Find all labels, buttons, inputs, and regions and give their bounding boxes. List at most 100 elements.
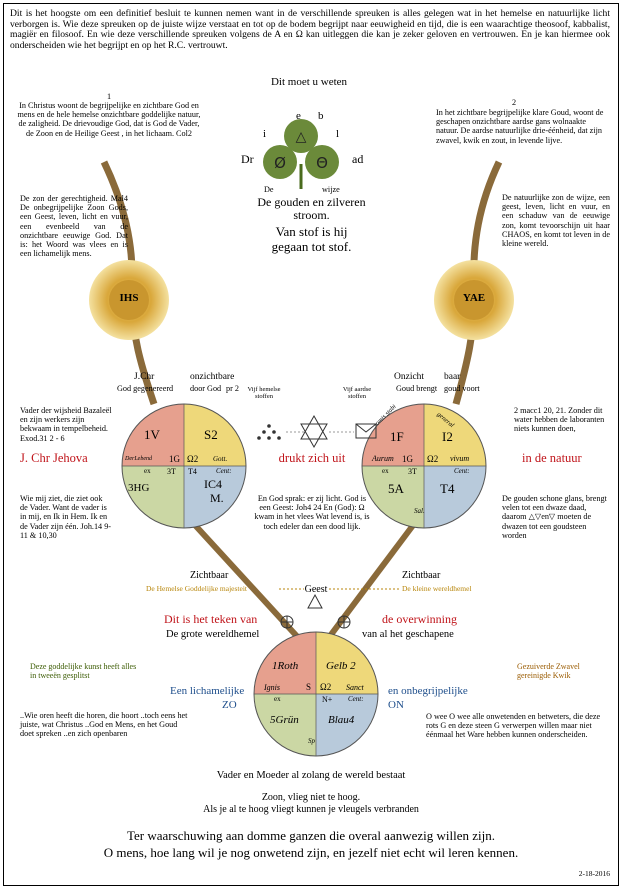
svg-text:Ø: Ø xyxy=(274,154,286,172)
top-left-num: 1 xyxy=(106,92,112,101)
sun-right-label: YAE xyxy=(462,292,486,304)
rc-label-a: Onzicht xyxy=(394,372,425,382)
bc-cent: Cent: xyxy=(348,695,364,703)
clover-de: De xyxy=(264,185,274,194)
cross-circle-left-icon xyxy=(280,615,294,629)
right-circle xyxy=(361,403,487,529)
rc-q2: I2 xyxy=(442,429,453,444)
vijf-left: Vijf hemelse stoffen xyxy=(247,386,281,401)
majesteit-label: De Hemelse Goddelijke majesteit xyxy=(146,584,248,593)
left-branch xyxy=(191,521,307,647)
lc-label-c: God gegenereerd xyxy=(117,384,174,393)
sun-left-label: IHS xyxy=(119,292,139,304)
lc-q4b: M. xyxy=(210,491,224,505)
rc-vivum: vivum xyxy=(450,454,470,463)
bc-q1: 1Roth xyxy=(272,660,299,672)
clover-icon: △ Ø Θ xyxy=(263,119,339,189)
lc-mid-l: DerLebend xyxy=(125,456,152,462)
bc-q3: 5Grün xyxy=(270,714,299,726)
bc-q4: Blau4 xyxy=(328,714,355,726)
left-side-1: Vader der wijsheid Bazaleël en zijn werk… xyxy=(20,406,112,443)
zichtbaar-left: Zichtbaar xyxy=(190,570,229,581)
jehova-label: J. Chr Jehova xyxy=(20,451,88,465)
warning-2: O mens, hoe lang wil je nog onwetend zij… xyxy=(103,845,519,860)
warning-1: Ter waarschuwing aan domme ganzen die ov… xyxy=(127,828,495,843)
gezuiverde-label: Gezuiverde Zwavel gereinigde Kwik xyxy=(517,662,580,680)
sun-left-icon xyxy=(89,260,169,340)
lc-q3: 3HG xyxy=(128,482,150,494)
right-side-2: De gouden schone glans, brengt velen tot… xyxy=(502,494,607,540)
goddelijke-kunst: Deze goddelijke kunst heeft alles in twe… xyxy=(30,662,137,680)
must-know-title: Dit moet u weten xyxy=(270,76,348,88)
clover-b: b xyxy=(318,110,324,122)
lc-label-d: door God xyxy=(190,384,222,393)
left-circle xyxy=(121,403,247,529)
top-left-text: In Christus woont de begrijpelijke en zi… xyxy=(17,101,201,138)
zo-label: ZO xyxy=(222,699,237,711)
zoon-text: Zoon, vlieg niet te hoog. xyxy=(261,792,361,803)
rc-q4: T4 xyxy=(440,481,455,496)
clover-wijze: wijze xyxy=(322,185,340,194)
bc-q2: Gelb 2 xyxy=(326,660,356,672)
dots-triangle-icon xyxy=(257,424,281,440)
dust-text: Van stof is hij gegaan tot stof. xyxy=(271,224,352,254)
clover-i: i xyxy=(263,128,267,140)
bc-ex: ex xyxy=(274,695,281,703)
clover-l: l xyxy=(336,128,340,140)
lc-mid-r: Ω2 xyxy=(187,454,199,464)
geest-triangle-icon xyxy=(307,593,323,609)
sun-right-icon xyxy=(434,260,514,340)
bc-ignis: Ignis xyxy=(264,683,280,692)
lc-q2: S2 xyxy=(204,427,218,442)
clover-dr: Dr xyxy=(241,152,254,166)
rc-sal: Sal. xyxy=(414,507,425,515)
clover-e: e xyxy=(296,110,301,122)
drukt-label: drukt zich uit xyxy=(278,451,346,465)
geschapene-label: van al het geschapene xyxy=(362,629,454,640)
right-side-1: 2 macc1 20, 21. Zonder dit water hebben … xyxy=(514,406,605,434)
lc-q4: IC4 xyxy=(204,477,222,491)
vleugels-text: Als je al te hoog vliegt kunnen je vleug… xyxy=(203,804,419,815)
rc-q3: 5A xyxy=(388,481,404,496)
star-of-david-icon xyxy=(300,414,328,449)
lc-q1: 1V xyxy=(144,427,160,442)
grote-label: De grote wereldhemel xyxy=(166,629,260,640)
page: △ Ø Θ xyxy=(3,3,619,886)
rc-g1: 1G xyxy=(402,454,413,464)
rc-ex: ex xyxy=(382,467,389,475)
rc-t3: 3T xyxy=(408,467,417,476)
svg-text:△: △ xyxy=(296,129,307,145)
natuur-label: in de natuur xyxy=(522,451,582,465)
clover-ad: ad xyxy=(352,152,364,166)
intro-text: Dit is het hoogste om een definitief bes… xyxy=(10,8,610,52)
on-label: ON xyxy=(388,699,404,711)
lc-t3: 3T xyxy=(167,467,176,476)
lc-label-a: J.Chr xyxy=(134,372,155,382)
cross-circle-right-icon xyxy=(337,615,351,629)
top-right-text: In het zichtbare begrijpelijke klare Gou… xyxy=(436,108,604,145)
lc-t4: T4 xyxy=(188,467,197,476)
teken-label: Dit is het teken van xyxy=(164,612,258,626)
vader-moeder: Vader en Moeder al zolang de wereld best… xyxy=(216,770,406,781)
diagram-graphics: △ Ø Θ xyxy=(89,119,514,757)
lc-label-b: onzichtbare xyxy=(190,372,235,382)
envelope-icon xyxy=(355,423,377,439)
rc-label-d: goud voort xyxy=(444,384,480,393)
right-branch xyxy=(321,522,417,646)
lc-mid-c: 1G xyxy=(169,454,180,464)
rc-label-c: Goud brengt xyxy=(396,384,438,393)
geest-label: Geest xyxy=(304,584,328,595)
rc-aurum: Aurum xyxy=(372,454,394,463)
bc-n: N+ xyxy=(322,695,333,704)
overwinning-label: de overwinning xyxy=(382,612,457,626)
vijf-right: Vijf aardse stoffen xyxy=(342,386,372,401)
lc-gott: Gott. xyxy=(213,455,228,463)
top-right-num: 2 xyxy=(511,98,517,107)
lc-ex: ex xyxy=(144,467,151,475)
rc-q1: 1F xyxy=(390,429,404,444)
bc-s: S xyxy=(306,682,312,692)
ears-text: ..Wie oren heeft die horen, die hoort ..… xyxy=(20,711,188,739)
wereldhemel-small: De kleine wereldhemel xyxy=(402,584,472,593)
rc-cent: Cent: xyxy=(454,467,470,475)
rc-label-b: baar xyxy=(444,372,461,382)
